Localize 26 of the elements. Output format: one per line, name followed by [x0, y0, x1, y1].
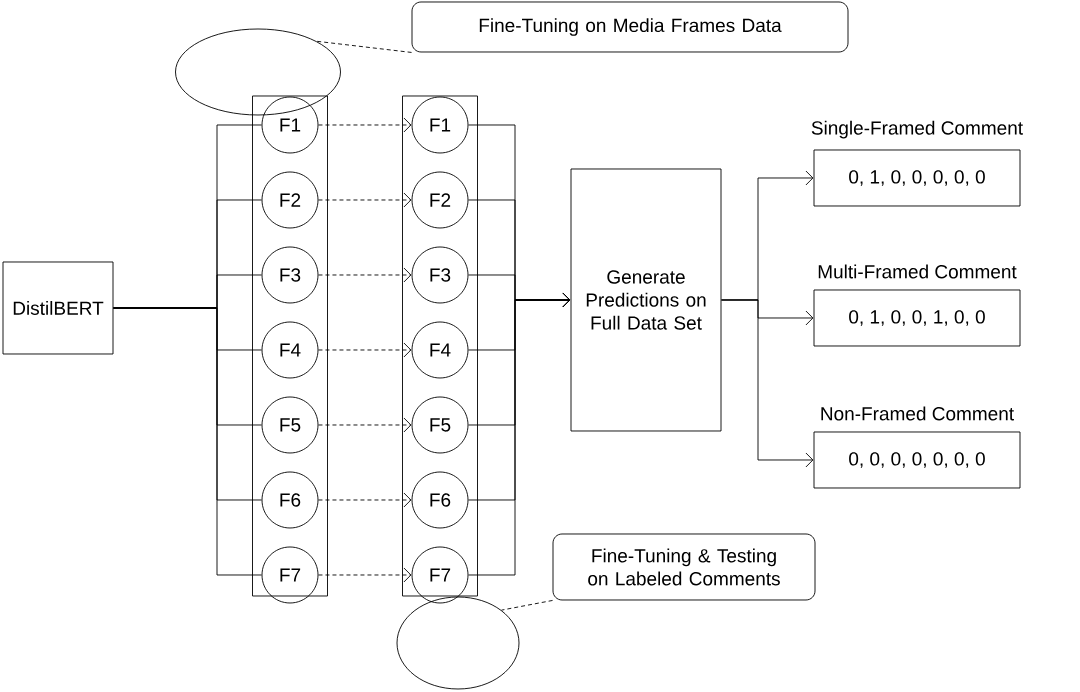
leader-line	[501, 600, 553, 611]
arrow	[721, 299, 814, 468]
process-box: Generate Predictions on Full Data Set	[570, 168, 722, 432]
leader-line	[316, 40, 412, 53]
heading: Single-Framed Comment	[811, 120, 1023, 139]
arrow	[318, 117, 412, 133]
heading: Multi-Framed Comment	[818, 264, 1017, 279]
value-box: 0, 1, 0, 0, 0, 0, 0	[813, 149, 1021, 207]
arrow	[468, 292, 571, 576]
loop-ellipse	[175, 28, 341, 116]
value-box: 0, 0, 0, 0, 0, 0, 0	[813, 431, 1021, 489]
connector-line	[113, 307, 262, 576]
arrow	[318, 492, 412, 508]
arrow	[318, 192, 412, 208]
column-box	[252, 95, 328, 597]
arrow	[318, 342, 412, 358]
loop-ellipse	[396, 596, 520, 690]
column-box	[402, 95, 478, 597]
value-box: 0, 1, 0, 0, 1, 0, 0	[813, 289, 1021, 347]
callout-box: Fine-Tuning on Media Frames Data	[411, 1, 849, 53]
heading: Non-Framed Comment	[821, 406, 1014, 421]
callout-box: Fine-Tuning & Testing on Labeled Comments	[552, 533, 816, 601]
process-box: DistilBERT	[2, 261, 114, 355]
arrow	[318, 267, 412, 283]
arrow	[318, 417, 412, 433]
arrow	[318, 567, 412, 583]
